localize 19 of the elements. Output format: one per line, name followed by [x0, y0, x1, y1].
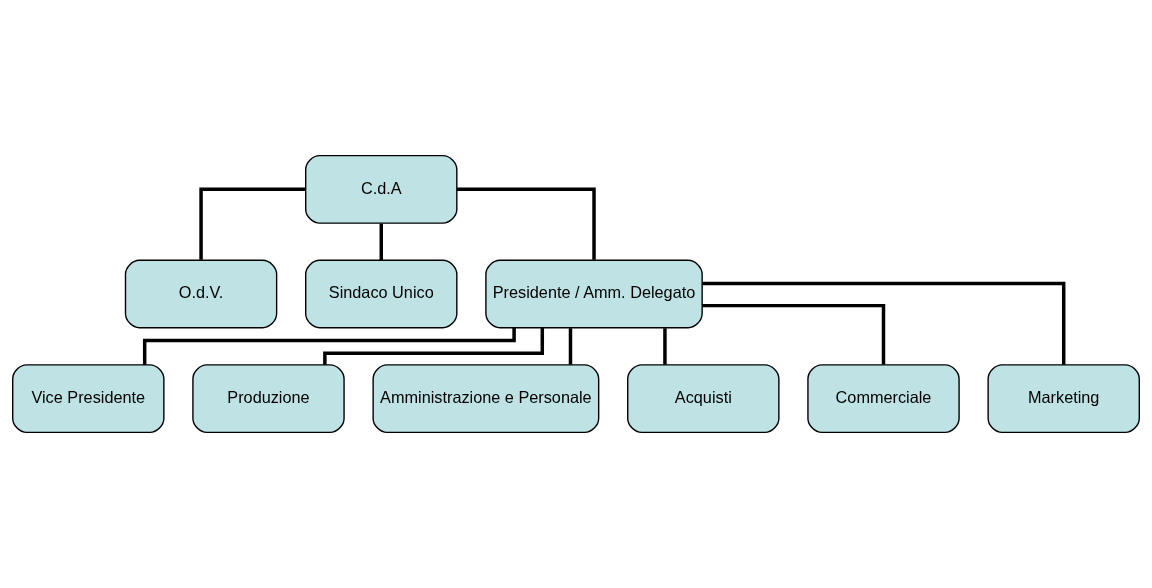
node-box: Produzione [192, 364, 345, 434]
connector [323, 327, 545, 365]
node-box: O.d.V. [124, 259, 278, 329]
connector [199, 187, 306, 260]
connector [379, 223, 383, 260]
node-box: Presidente / Amm. Delegato [485, 259, 703, 329]
connector [702, 303, 886, 365]
node-box: Acquisti [627, 364, 780, 434]
connector [702, 281, 1066, 365]
node-box: Amministrazione e Personale [372, 364, 600, 434]
node-box: Sindaco Unico [305, 259, 458, 329]
node-box: Marketing [987, 364, 1140, 434]
node-box: C.d.A [305, 154, 458, 224]
node-box: Vice Presidente [12, 364, 165, 434]
connector [663, 328, 667, 365]
node-box: Commerciale [807, 364, 960, 434]
connector [568, 328, 573, 365]
connector [142, 327, 516, 365]
connector [456, 187, 596, 260]
